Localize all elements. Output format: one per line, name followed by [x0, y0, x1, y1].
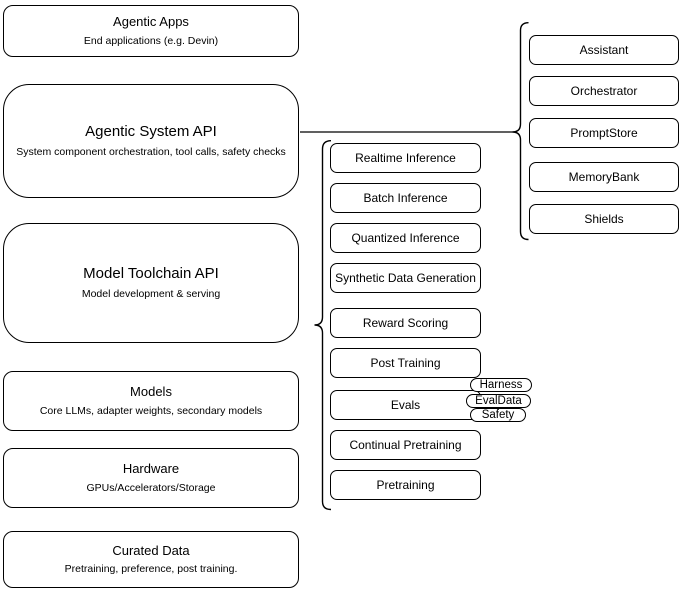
node-subtitle: System component orchestration, tool cal…: [16, 145, 286, 158]
node-agentic-system-api: Agentic System API System component orch…: [3, 84, 299, 198]
node-title: Agentic System API: [85, 123, 217, 141]
item-label: Continual Pretraining: [349, 437, 462, 452]
node-title: Models: [130, 384, 172, 400]
node-curated-data: Curated Data Pretraining, preference, po…: [3, 531, 299, 588]
toolchain-item-synthetic-data-generation: Synthetic Data Generation: [330, 263, 481, 293]
component-item-promptstore: PromptStore: [529, 118, 679, 148]
node-model-toolchain-api: Model Toolchain API Model development & …: [3, 223, 299, 343]
node-agentic-apps: Agentic Apps End applications (e.g. Devi…: [3, 5, 299, 57]
item-label: PromptStore: [570, 125, 638, 140]
node-title: Curated Data: [112, 542, 190, 558]
evals-tag-harness: Harness: [470, 378, 532, 392]
item-label: Post Training: [370, 355, 441, 370]
node-subtitle: GPUs/Accelerators/Storage: [86, 481, 216, 494]
component-item-assistant: Assistant: [529, 35, 679, 65]
item-label: Reward Scoring: [362, 315, 449, 330]
item-label: Shields: [584, 211, 624, 226]
node-subtitle: End applications (e.g. Devin): [83, 34, 219, 47]
item-label: Quantized Inference: [351, 230, 460, 245]
item-label: Realtime Inference: [355, 150, 456, 165]
item-label: MemoryBank: [568, 169, 640, 184]
components-bracket: [512, 22, 529, 241]
item-label: Synthetic Data Generation: [335, 270, 476, 285]
component-item-shields: Shields: [529, 204, 679, 234]
evals-tag-evaldata: EvalData: [466, 394, 531, 408]
tag-label: Harness: [479, 379, 523, 391]
toolchain-item-post-training: Post Training: [330, 348, 481, 378]
node-models: Models Core LLMs, adapter weights, secon…: [3, 371, 299, 431]
node-hardware: Hardware GPUs/Accelerators/Storage: [3, 448, 299, 508]
toolchain-bracket: [314, 140, 332, 511]
node-title: Hardware: [122, 461, 180, 477]
component-item-orchestrator: Orchestrator: [529, 76, 679, 106]
tag-label: Safety: [481, 409, 515, 421]
node-subtitle: Model development & serving: [81, 287, 221, 300]
item-label: Orchestrator: [570, 83, 638, 98]
item-label: Evals: [390, 397, 421, 412]
node-subtitle: Pretraining, preference, post training.: [64, 563, 238, 576]
toolchain-item-reward-scoring: Reward Scoring: [330, 308, 481, 338]
toolchain-item-batch-inference: Batch Inference: [330, 183, 481, 213]
item-label: Pretraining: [376, 477, 435, 492]
item-label: Assistant: [579, 42, 629, 57]
node-subtitle: Core LLMs, adapter weights, secondary mo…: [39, 404, 263, 417]
toolchain-item-evals: Evals: [330, 390, 481, 420]
node-title: Model Toolchain API: [83, 265, 219, 283]
toolchain-item-continual-pretraining: Continual Pretraining: [330, 430, 481, 460]
node-title: Agentic Apps: [113, 14, 189, 30]
item-label: Batch Inference: [363, 190, 448, 205]
tag-label: EvalData: [475, 395, 522, 407]
toolchain-item-realtime-inference: Realtime Inference: [330, 143, 481, 173]
toolchain-item-pretraining: Pretraining: [330, 470, 481, 500]
evals-tag-safety: Safety: [470, 408, 526, 422]
toolchain-item-quantized-inference: Quantized Inference: [330, 223, 481, 253]
component-item-memorybank: MemoryBank: [529, 162, 679, 192]
